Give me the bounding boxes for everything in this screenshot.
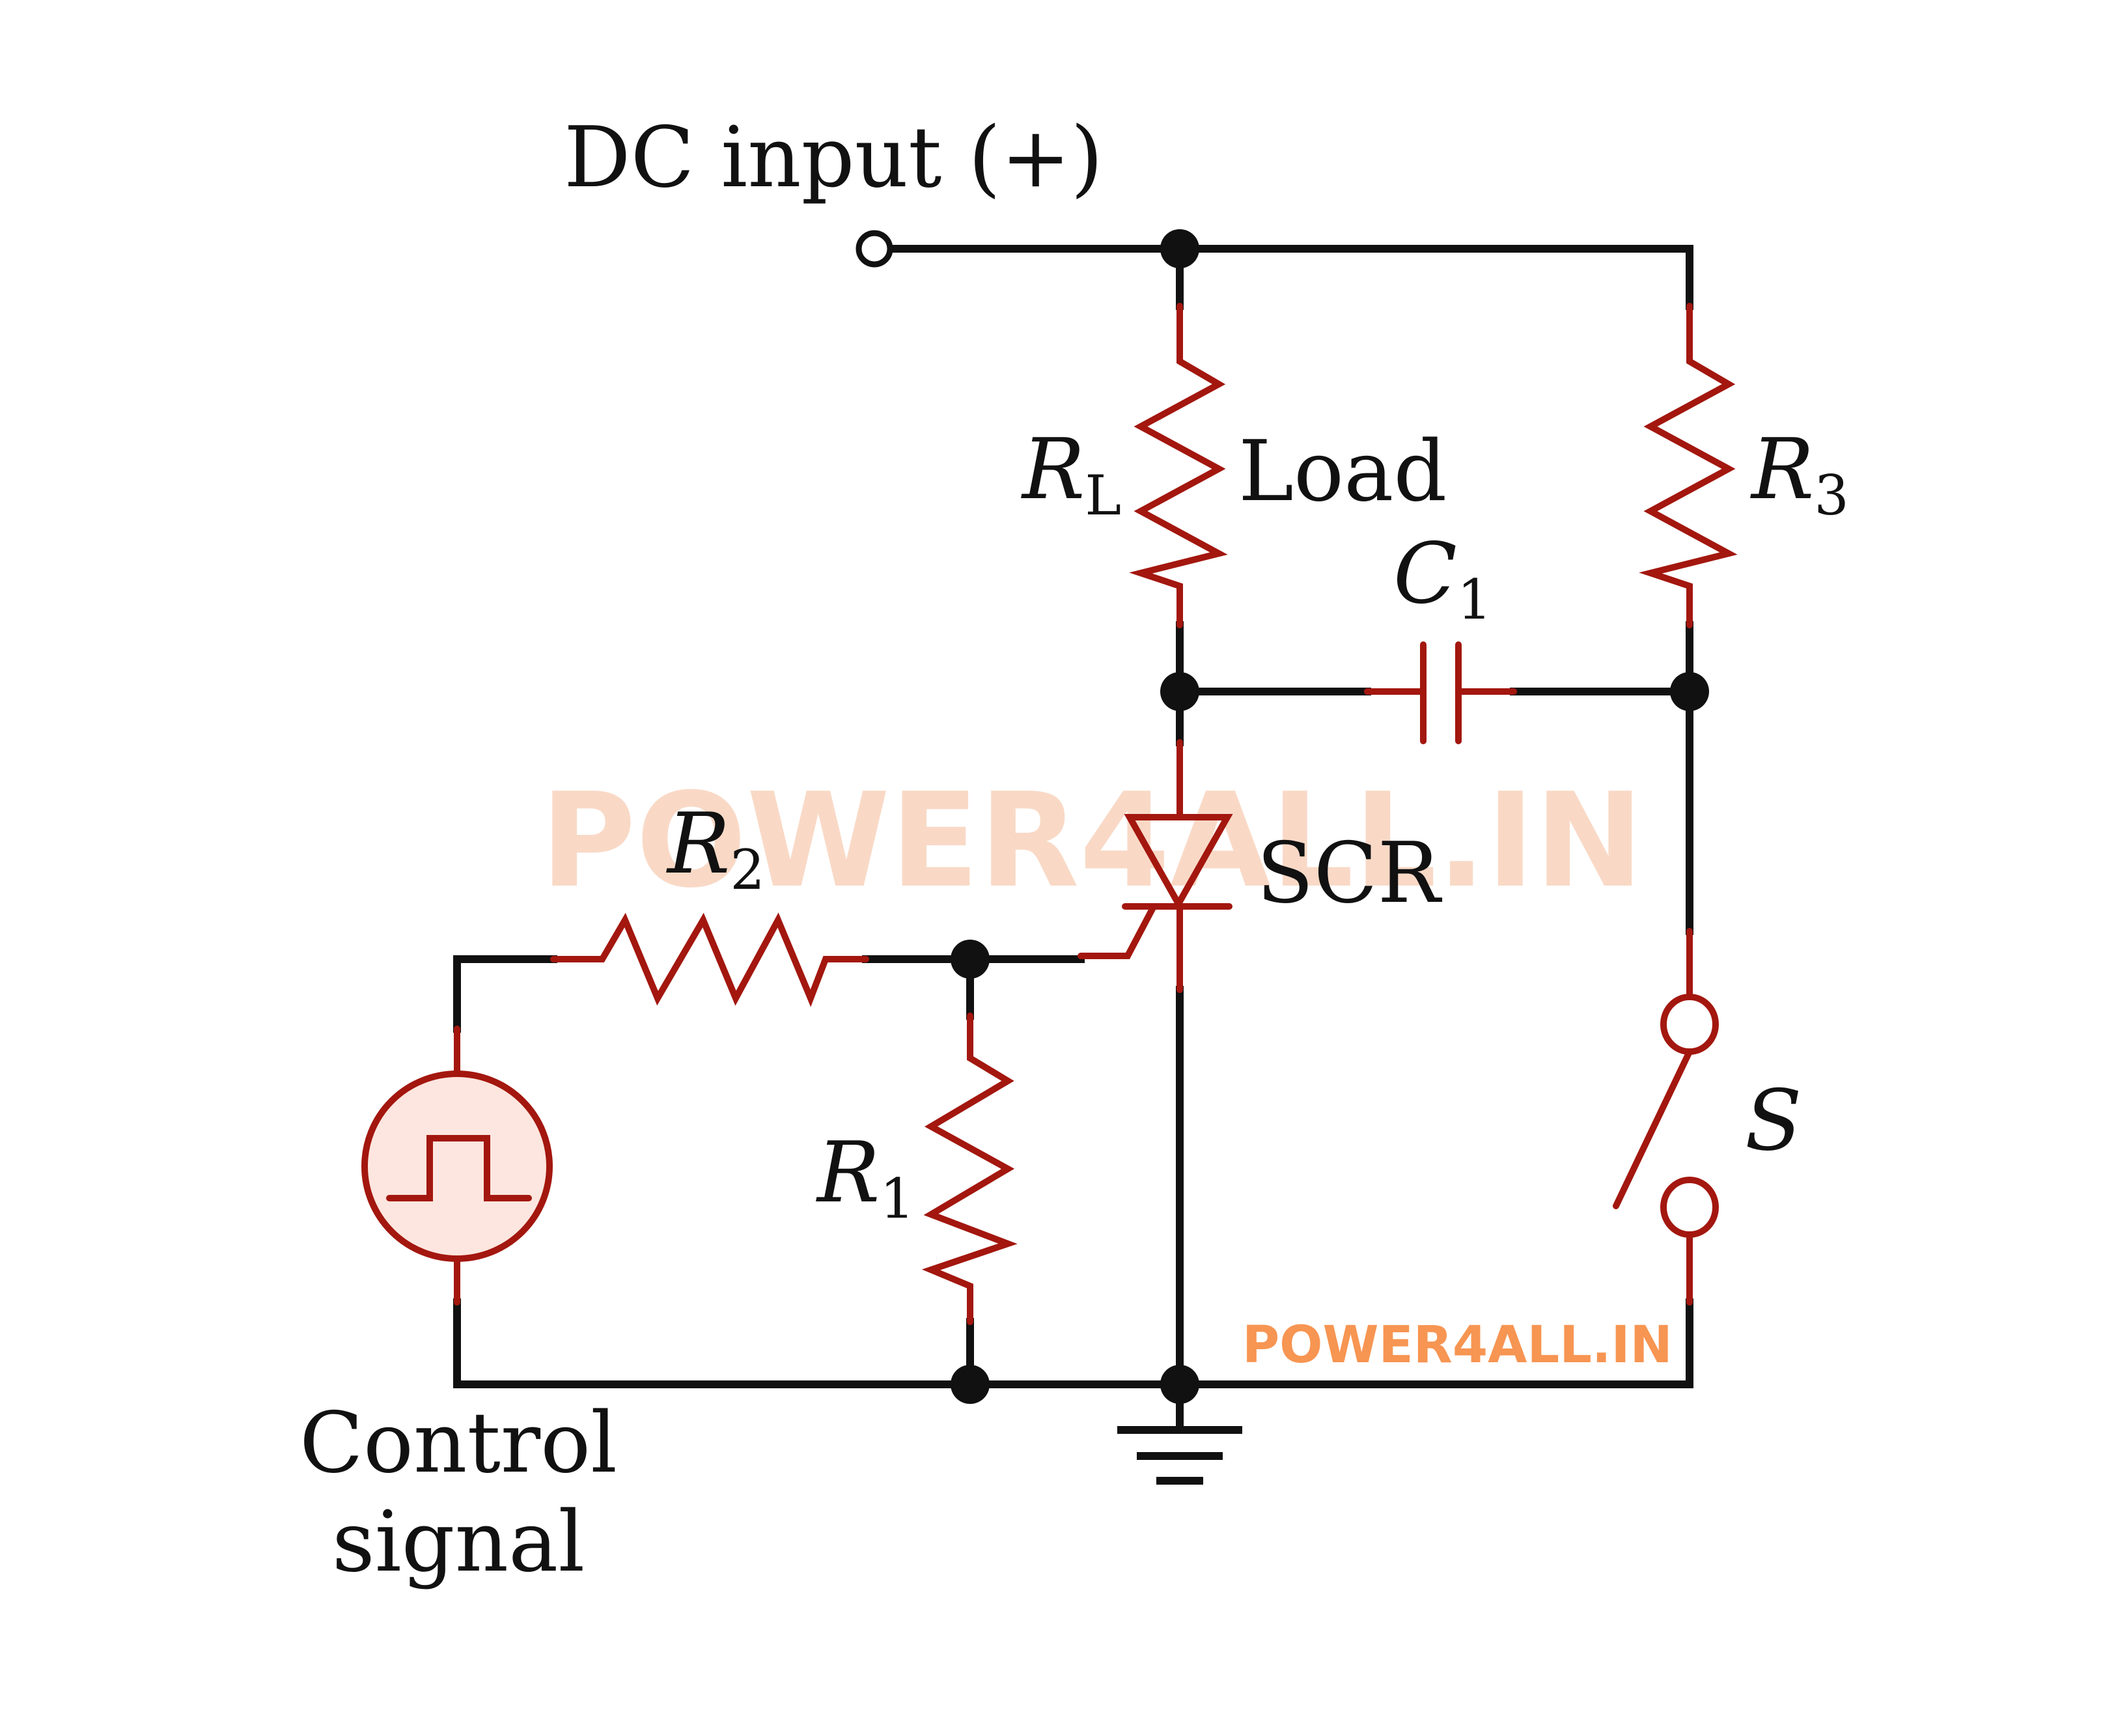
switch-contact-top	[1660, 994, 1719, 1055]
rl-label: RL	[1021, 421, 1121, 527]
watermark-big: POWER4ALL.IN	[540, 765, 1643, 917]
resistor-r1[interactable]	[921, 1013, 1018, 1325]
control-signal-source[interactable]	[361, 1026, 553, 1306]
pulse-source-circle	[361, 1071, 553, 1262]
resistor-r3[interactable]	[1639, 303, 1738, 628]
r1-label-main: R	[816, 1125, 880, 1222]
watermark-small: POWER4ALL.IN	[1242, 1316, 1673, 1375]
r2-label: R2	[666, 796, 765, 902]
node-r1-bottom	[951, 1365, 990, 1404]
load-label: Load	[1238, 423, 1447, 520]
wires	[453, 245, 1693, 1434]
r1-label: R1	[816, 1125, 915, 1231]
scr-gate-lead	[1078, 903, 1157, 959]
switch-blade	[1613, 1048, 1693, 1209]
switch-contact-bottom	[1660, 1177, 1719, 1238]
node-anode	[1160, 672, 1199, 711]
r1-label-sub: 1	[880, 1167, 914, 1231]
r3-label-main: R	[1750, 421, 1814, 518]
node-ground	[1160, 1365, 1199, 1404]
dc-input-terminal[interactable]	[856, 230, 893, 268]
c1-label-sub: 1	[1457, 568, 1492, 632]
node-right	[1670, 672, 1709, 711]
switch-s[interactable]	[1613, 928, 1719, 1306]
scr-thyristor[interactable]	[1078, 739, 1233, 993]
node-top	[1160, 229, 1199, 268]
scr-label: SCR	[1257, 825, 1443, 922]
resistor-r2[interactable]	[550, 912, 869, 1007]
node-gate	[951, 940, 990, 979]
switch-label: S	[1745, 1072, 1802, 1169]
c1-label-main: C	[1393, 525, 1457, 623]
rl-label-sub: L	[1085, 464, 1121, 527]
scr-triangle	[1124, 814, 1233, 911]
r2-label-main: R	[666, 796, 730, 893]
capacitor-c1[interactable]	[1364, 641, 1517, 744]
rl-label-main: R	[1021, 421, 1085, 518]
control-label-line1: Control	[299, 1395, 617, 1492]
r3-label: R3	[1750, 421, 1849, 527]
dc-input-label: DC input (+)	[564, 109, 1103, 206]
c1-label: C1	[1393, 525, 1492, 632]
ground-symbol	[1117, 1426, 1242, 1485]
control-label-line2: signal	[332, 1494, 585, 1591]
square-pulse-icon	[386, 1135, 532, 1201]
r3-label-sub: 3	[1814, 464, 1848, 527]
r2-label-sub: 2	[730, 838, 764, 902]
resistor-rl[interactable]	[1129, 303, 1228, 628]
